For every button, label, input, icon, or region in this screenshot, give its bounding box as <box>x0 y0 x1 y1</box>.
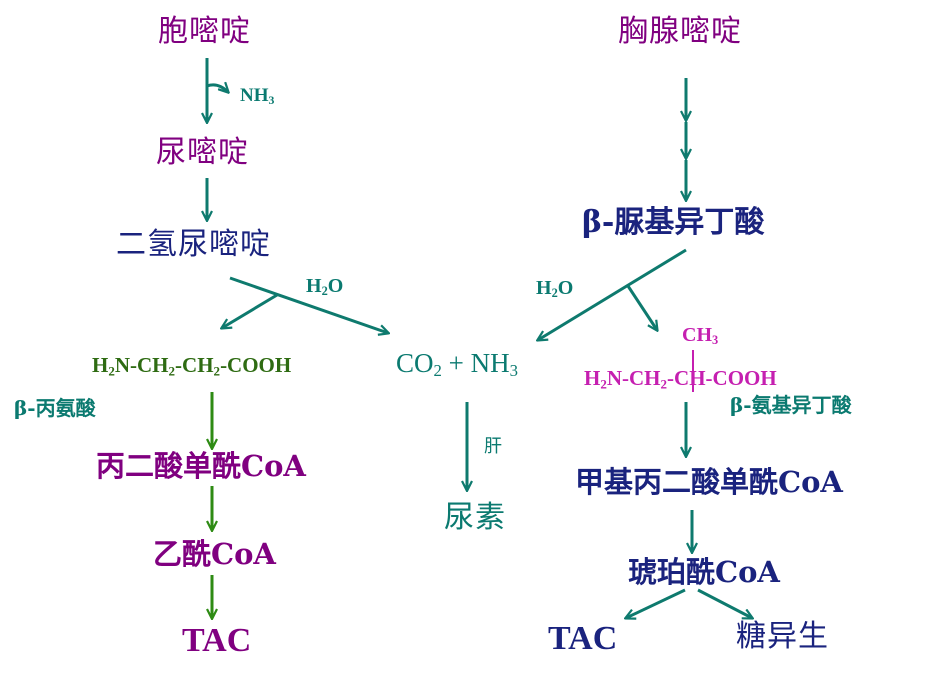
aminoisobutyrate-formula: H2N-CH2-CH-COOH <box>584 366 777 392</box>
malonyl-coa-label: 丙二酸单酰CoA <box>96 449 306 483</box>
thymine-label: 胸腺嘧啶 <box>618 14 742 49</box>
acetyl-coa-label: 乙酰CoA <box>153 537 276 571</box>
nh3-label: NH3 <box>240 85 275 107</box>
succinyl-coa-label: 琥珀酰CoA <box>628 555 780 589</box>
gluconeogenesis-label: 糖异生 <box>736 619 829 654</box>
urea-label: 尿素 <box>444 500 506 535</box>
water-right-label: H2O <box>536 277 574 301</box>
beta-alanine-name: β-丙氨酸 <box>14 396 96 420</box>
arrow-ureido-aminoisobutyrate <box>626 285 657 330</box>
tac-right-label: TAC <box>548 620 618 657</box>
water-left-label: H2O <box>306 275 344 299</box>
beta-alanine-formula: H2N-CH2-CH2-COOH <box>92 353 292 379</box>
arrow-succinyl-gluconeogenesis <box>697 588 752 618</box>
tac-left-label: TAC <box>182 622 252 659</box>
liver-label: 肝 <box>484 436 503 457</box>
arrow-dihydrouracil-alanine <box>222 293 278 328</box>
arrow-succinyl-tac <box>626 588 686 618</box>
beta-ureido-isobutyrate-label: β-脲基异丁酸 <box>582 205 765 240</box>
methyl-group-label: CH3 <box>682 324 719 348</box>
arrow-ureido-co2 <box>538 248 687 340</box>
cytosine-label: 胞嘧啶 <box>158 14 251 49</box>
uracil-label: 尿嘧啶 <box>156 135 249 170</box>
dihydrouracil-label: 二氢尿嘧啶 <box>116 227 271 262</box>
arrow-nh3-release <box>206 85 228 92</box>
co2-nh3-label: CO2 + NH3 <box>396 348 518 381</box>
methylmalonyl-coa-label: 甲基丙二酸单酰CoA <box>575 465 843 499</box>
arrow-dihydrouracil-co2 <box>229 276 388 333</box>
aminoisobutyrate-name: β-氨基异丁酸 <box>730 393 852 417</box>
